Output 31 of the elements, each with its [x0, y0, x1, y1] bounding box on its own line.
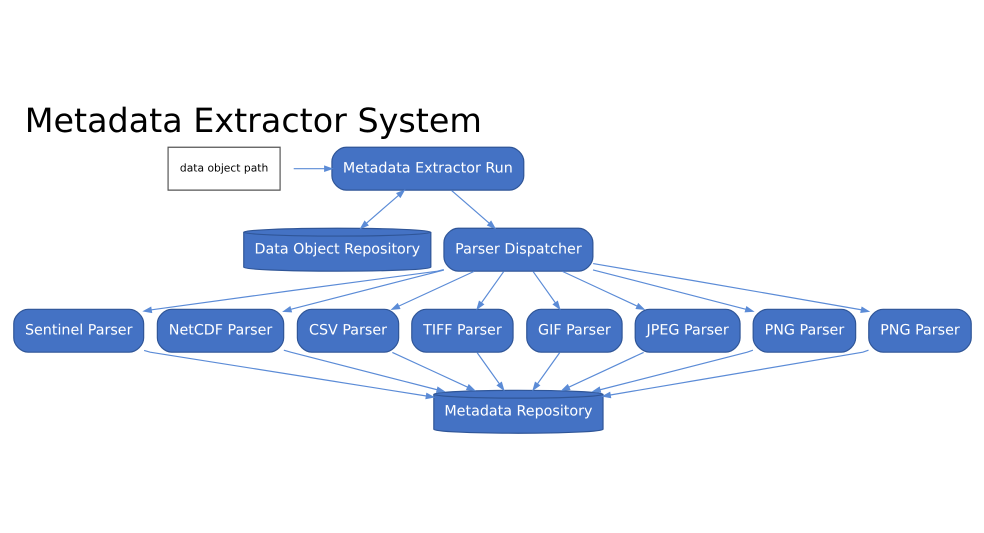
arrow	[392, 351, 476, 390]
arrow	[142, 268, 444, 313]
node-box: NetCDF Parser	[156, 308, 284, 352]
arrow	[590, 349, 753, 392]
node-box: Parser Dispatcher	[442, 227, 593, 272]
arrow	[293, 164, 334, 172]
arrow	[143, 349, 435, 399]
arrow	[390, 270, 474, 310]
node-box: CSV Parser	[296, 308, 399, 352]
arrow	[560, 351, 644, 390]
node-box: PNG Parser	[752, 308, 856, 352]
arrow	[532, 352, 560, 391]
arrow	[450, 190, 496, 229]
arrow	[283, 349, 446, 392]
node-box: data object path	[166, 146, 280, 190]
arrow	[600, 349, 868, 398]
arrow	[532, 270, 560, 310]
arrow	[476, 352, 504, 391]
arrow	[359, 188, 405, 229]
arrow	[562, 270, 645, 310]
diagram-title: Metadata Extractor System	[24, 100, 482, 140]
arrow	[476, 270, 504, 310]
arrow	[592, 268, 754, 312]
node-box: Metadata Extractor Run	[330, 146, 524, 190]
node-box: TIFF Parser	[410, 308, 514, 352]
node-box: GIF Parser	[526, 308, 622, 352]
node-box: Sentinel Parser	[12, 308, 144, 352]
node-box: JPEG Parser	[634, 308, 740, 352]
arrow	[592, 262, 870, 312]
node-box: PNG Parser	[868, 308, 972, 352]
arrow	[282, 268, 444, 312]
